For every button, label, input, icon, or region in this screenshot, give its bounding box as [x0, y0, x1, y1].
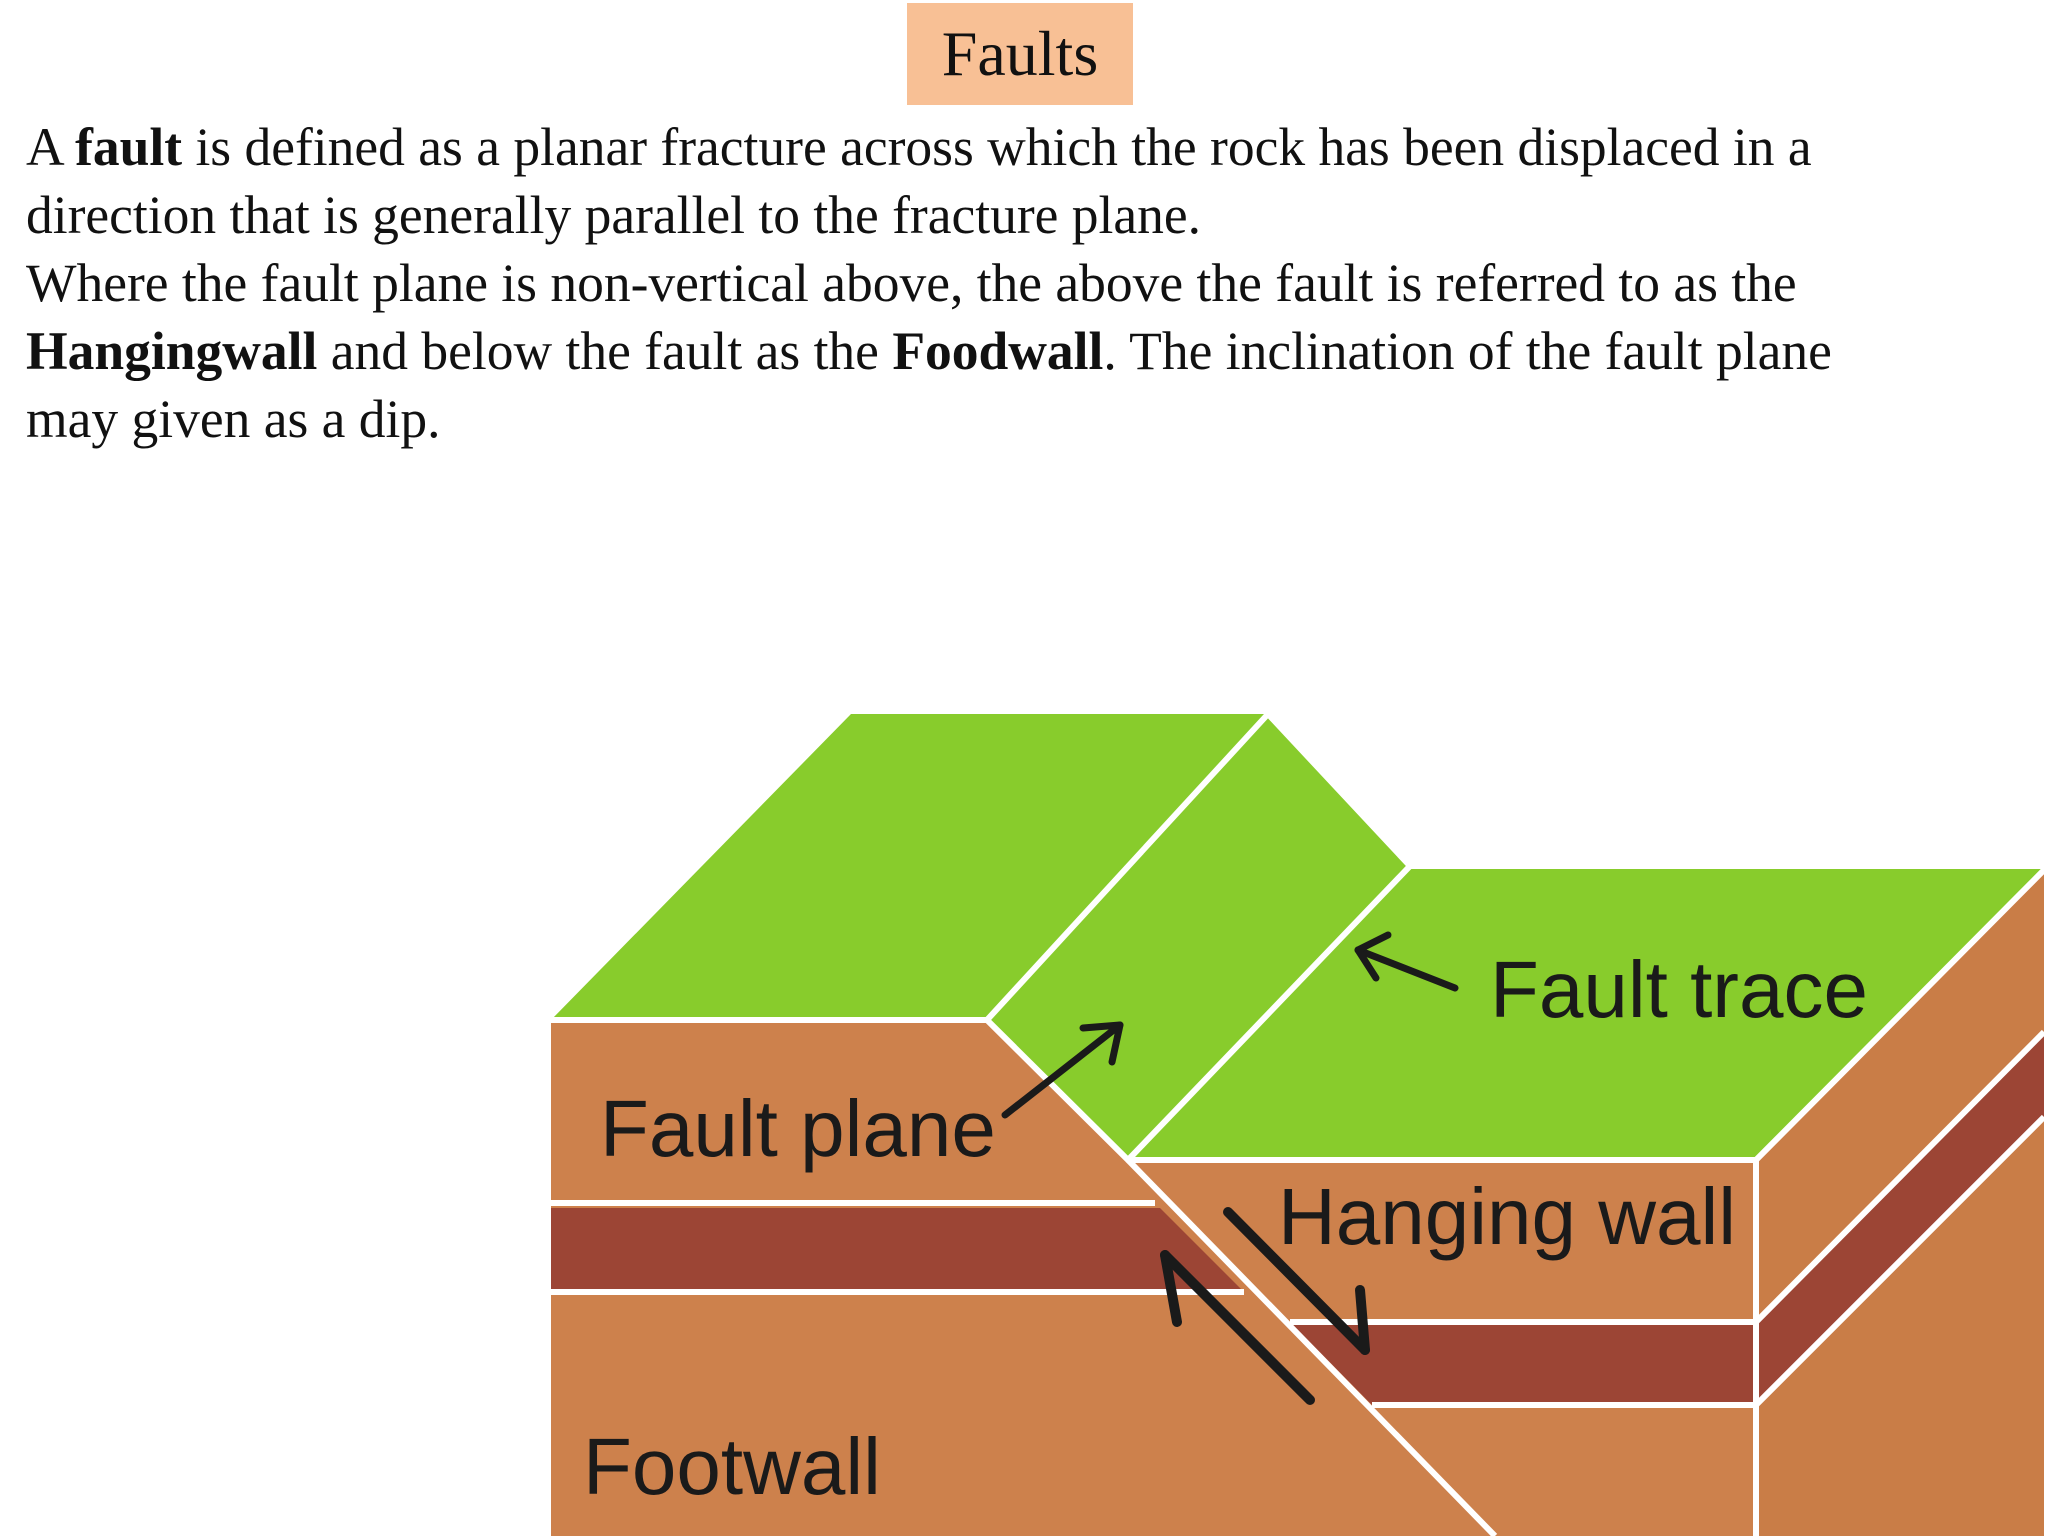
paragraph-line-3: Where the fault plane is non-vertical ab… — [26, 253, 1797, 313]
white-outlines — [551, 711, 2047, 1536]
hanging-wall-top-surface — [1128, 866, 2044, 1160]
definition-paragraph: A fault is defined as a planar fracture … — [26, 113, 2026, 453]
hanging-wall-down-arrow — [1223, 1207, 1370, 1355]
right-side-red-layer — [1756, 1032, 2044, 1405]
term-fault: fault — [75, 117, 183, 177]
term-hangingwall: Hangingwall — [26, 321, 318, 381]
label-hanging-wall: Hanging wall — [1278, 1172, 1736, 1261]
text-segment: is defined as a planar fracture across w… — [182, 117, 1812, 177]
paragraph-line-5: may given as a dip. — [26, 389, 441, 449]
label-fault-trace: Fault trace — [1490, 945, 1868, 1034]
hanging-wall-red-layer — [1290, 1322, 1756, 1405]
page-title: Faults — [941, 18, 1099, 89]
title-box: Faults — [907, 3, 1133, 105]
footwall-red-layer — [551, 1208, 1244, 1292]
footwall-top-surface — [551, 714, 1268, 1020]
fault-plane-arrow — [1001, 1021, 1124, 1119]
arrows — [1001, 931, 1459, 1405]
text-segment: A — [26, 117, 76, 177]
text-segment: and below the fault as the — [317, 321, 893, 381]
term-foodwall: Foodwall — [892, 321, 1104, 381]
footwall-up-arrow — [1160, 1250, 1315, 1405]
paragraph-line-2: direction that is generally parallel to … — [26, 185, 1201, 245]
text-segment: . The inclination of the fault plane — [1103, 321, 1832, 381]
paragraph-line-1: A fault is defined as a planar fracture … — [26, 113, 2026, 181]
label-footwall: Footwall — [583, 1422, 881, 1511]
fault-trace-arrow — [1354, 931, 1459, 992]
paragraph-line-4: Hangingwall and below the fault as the F… — [26, 317, 2026, 385]
label-fault-plane: Fault plane — [600, 1084, 996, 1173]
